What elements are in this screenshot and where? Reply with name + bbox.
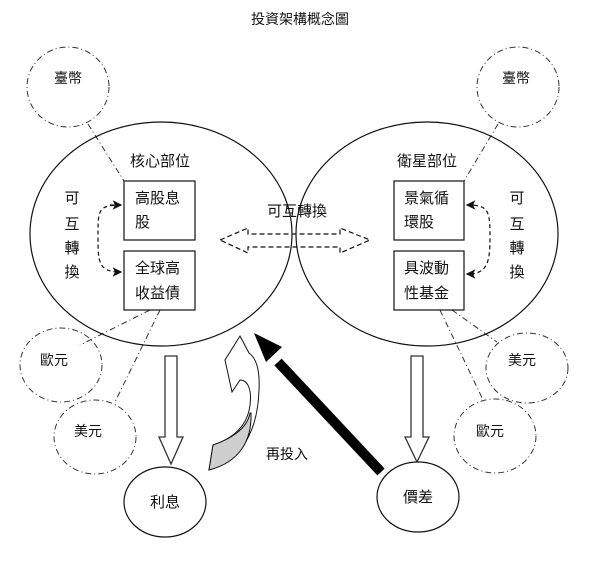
sat-box-cyclical-stocks: [393, 180, 465, 241]
reinvest-arrow-shaded-tail: [208, 412, 252, 471]
core-swap-dashed-arrow: [97, 204, 123, 277]
spread-label: 價差: [403, 488, 433, 506]
sat-usd-label: 美元: [508, 353, 536, 369]
connector-core-twd: [87, 123, 125, 182]
core-to-interest-arrow: [157, 355, 185, 466]
interest-ellipse: [123, 466, 207, 538]
core-usd-circle: [53, 399, 137, 475]
sat-box-volatile-funds-line1: 具波動: [404, 259, 449, 277]
middle-swap-label: 可互轉換: [267, 202, 327, 220]
sat-twd-circle: [476, 46, 560, 128]
connector-sat-usd: [451, 309, 498, 343]
sat-swap-vertical-label: 可 互 轉 換: [509, 189, 524, 281]
core-box-high-dividend-line1: 高股息: [135, 189, 180, 207]
core-twd-label: 臺幣: [54, 71, 82, 87]
big-black-arrow-shaft: [274, 358, 385, 476]
sat-usd-circle: [485, 332, 569, 404]
sat-twd-label: 臺幣: [502, 71, 530, 87]
middle-double-arrow: [218, 227, 372, 254]
core-box-high-dividend: [123, 180, 196, 241]
sat-swap-dashed-arrow: [466, 204, 491, 275]
svg-text:換: 換: [64, 263, 79, 281]
svg-text:互: 互: [509, 215, 524, 233]
sat-box-volatile-funds-line2: 性基金: [404, 284, 449, 302]
reinvest-label: 再投入: [266, 447, 308, 463]
connector-core-usd: [114, 309, 161, 403]
svg-text:換: 換: [509, 263, 524, 281]
satellite-label: 衛星部位: [397, 152, 457, 170]
connector-core-eur: [79, 309, 151, 346]
sat-box-volatile-funds: [393, 250, 465, 311]
core-label: 核心部位: [130, 152, 190, 170]
core-eur-label: 歐元: [40, 353, 68, 369]
sat-eur-circle: [453, 398, 537, 474]
core-box-global-high-yield: [123, 250, 196, 311]
svg-text:可: 可: [509, 189, 524, 207]
core-box-global-high-yield-line2: 收益債: [135, 284, 180, 302]
svg-text:互: 互: [64, 215, 79, 233]
core-swap-vertical-label: 可 互 轉 換: [64, 189, 79, 281]
core-box-global-high-yield-line1: 全球高: [135, 259, 180, 277]
core-eur-circle: [19, 327, 103, 403]
svg-text:可: 可: [64, 189, 79, 207]
core-box-high-dividend-line2: 股: [135, 213, 150, 231]
spread-ellipse: [376, 461, 460, 533]
connector-sat-twd: [463, 123, 499, 182]
svg-text:轉: 轉: [509, 239, 524, 257]
diagram-title: 投資架構概念圖: [251, 11, 349, 28]
sat-to-spread-arrow: [403, 355, 431, 464]
core-usd-label: 美元: [74, 424, 102, 440]
svg-text:轉: 轉: [64, 239, 79, 257]
sat-box-cyclical-stocks-line1: 景氣循: [404, 189, 449, 207]
connector-sat-eur: [439, 309, 486, 405]
interest-label: 利息: [150, 493, 180, 511]
sat-eur-label: 歐元: [476, 424, 504, 440]
core-twd-circle: [26, 46, 110, 128]
sat-box-cyclical-stocks-line2: 環股: [404, 213, 434, 231]
big-black-arrow-head: [254, 333, 282, 362]
